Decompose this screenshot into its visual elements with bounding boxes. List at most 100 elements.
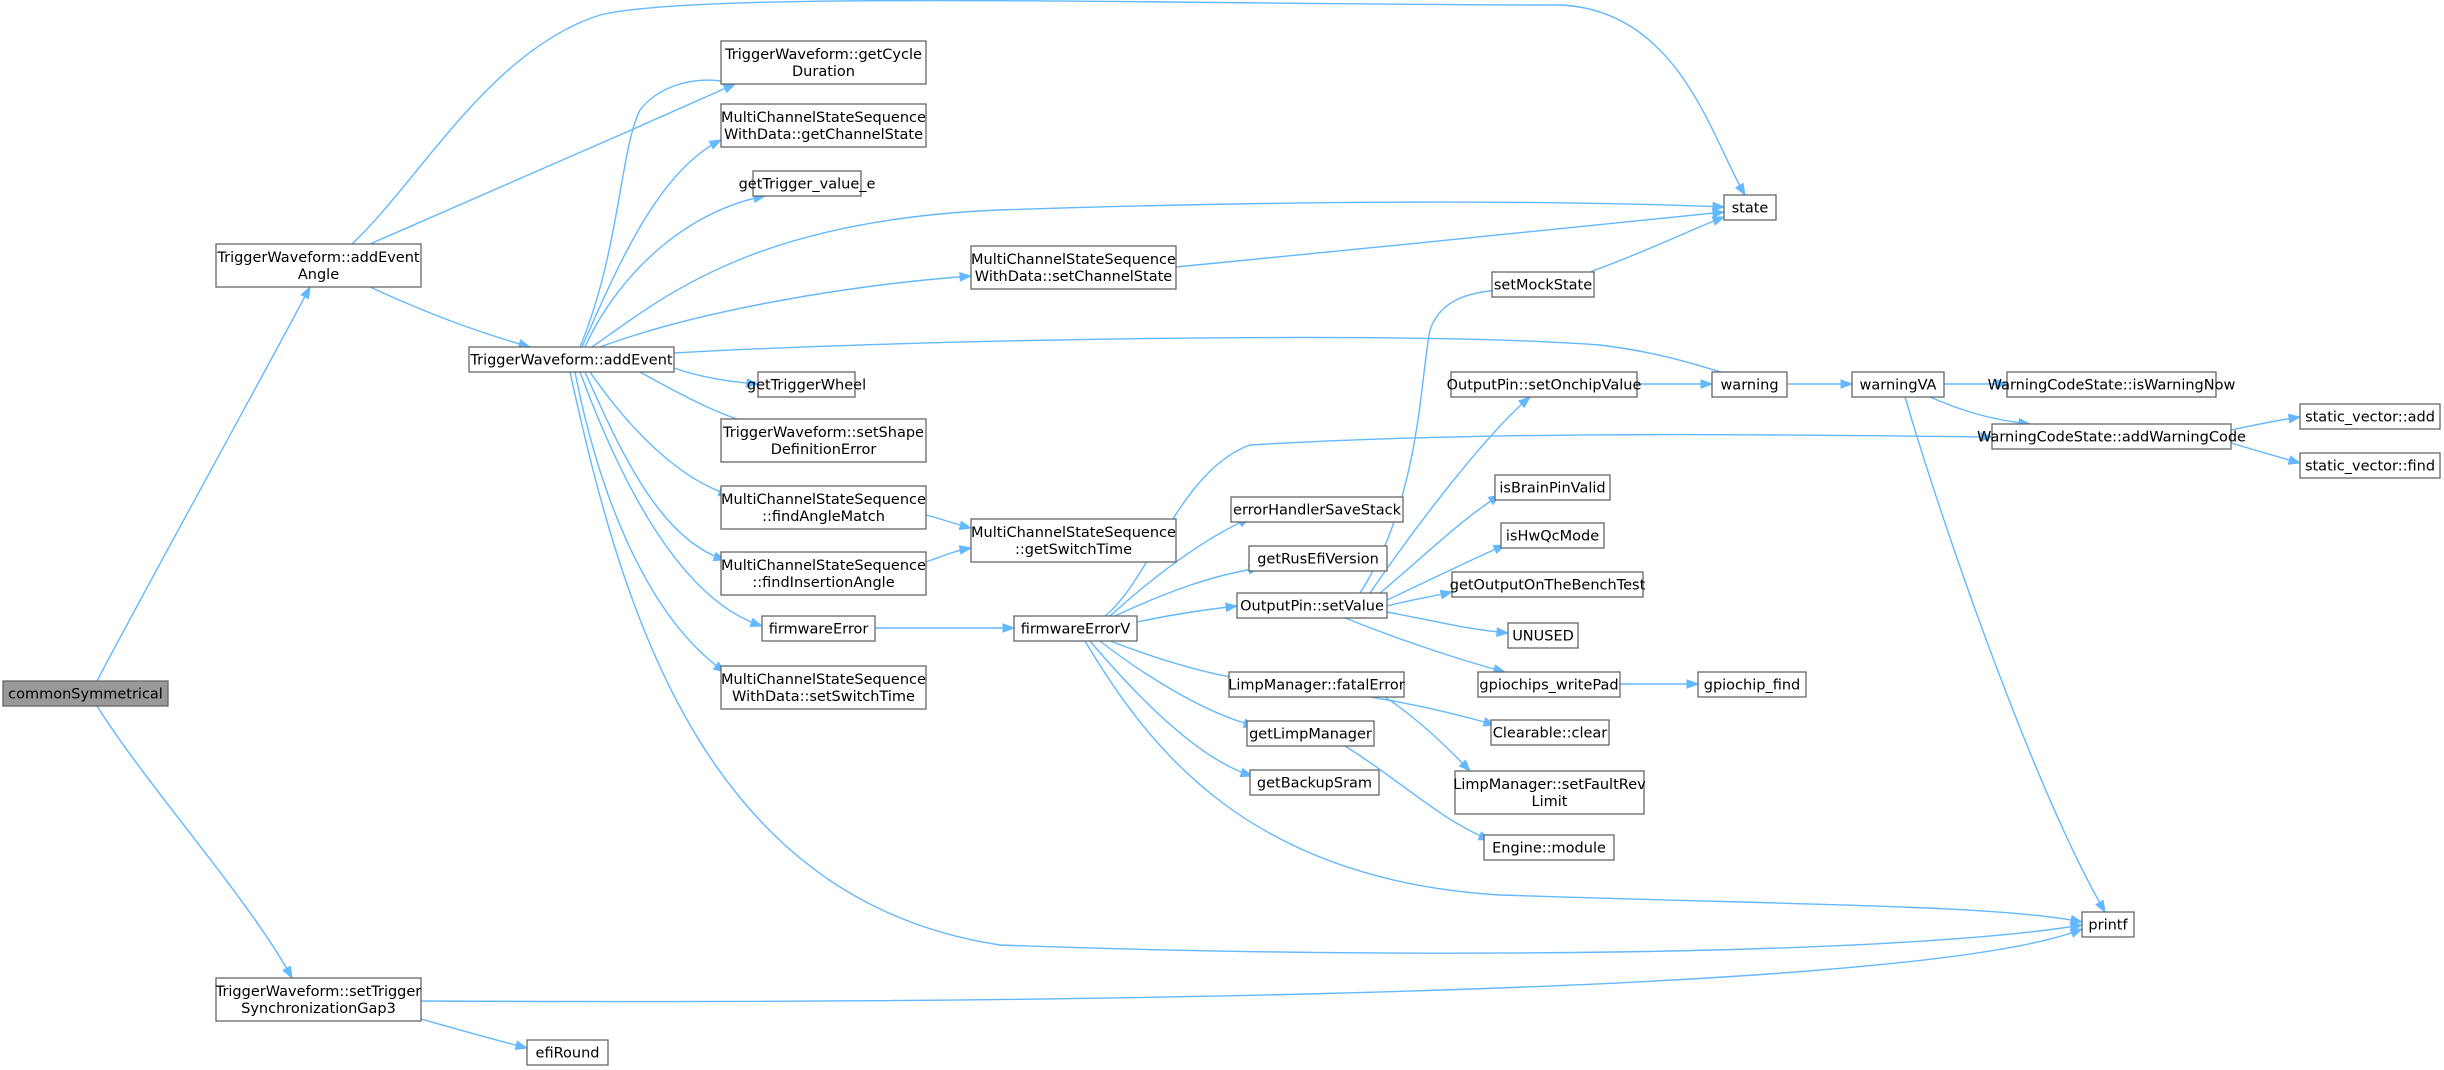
node-setMockState[interactable]: setMockState <box>1491 271 1595 298</box>
node-getTriggerValueE[interactable]: getTrigger_value_e <box>739 170 876 197</box>
node-box[interactable] <box>720 103 927 148</box>
node-setChannelState[interactable]: MultiChannelStateSequenceWithData::setCh… <box>970 245 1177 290</box>
node-box[interactable] <box>215 243 422 288</box>
node-box[interactable] <box>1450 371 1638 398</box>
node-setSwitchTime[interactable]: MultiChannelStateSequenceWithData::setSw… <box>720 665 927 710</box>
node-addEvent[interactable]: TriggerWaveform::addEvent <box>468 346 675 373</box>
node-label: firmwareErrorV <box>1021 622 1131 638</box>
node-box[interactable] <box>526 1039 609 1066</box>
node-state[interactable]: state <box>1723 194 1777 221</box>
node-getLimpManager[interactable]: getLimpManager <box>1246 720 1375 747</box>
node-UNUSED[interactable]: UNUSED <box>1507 622 1579 649</box>
edge-line <box>369 83 736 245</box>
node-gpiochipsWritePad[interactable]: gpiochips_writePad <box>1477 671 1621 698</box>
arrowhead <box>282 965 293 980</box>
node-box[interactable] <box>1451 571 1644 598</box>
node-box[interactable] <box>970 245 1177 290</box>
node-box[interactable] <box>1711 371 1788 398</box>
node-isHwQcMode[interactable]: isHwQcMode <box>1500 522 1605 549</box>
edge-addEvent-to-getChannelState <box>581 139 723 348</box>
node-label: getRusEfiVersion <box>1257 552 1379 568</box>
node-findAngleMatch[interactable]: MultiChannelStateSequence::findAngleMatc… <box>720 485 927 530</box>
node-box[interactable] <box>720 665 927 710</box>
node-errorHandlerSaveStack[interactable]: errorHandlerSaveStack <box>1230 496 1404 523</box>
node-firmwareErrorV[interactable]: firmwareErrorV <box>1013 615 1138 642</box>
node-box[interactable] <box>757 371 856 398</box>
node-box[interactable] <box>1248 545 1388 572</box>
node-box[interactable] <box>761 615 876 642</box>
node-box[interactable] <box>1483 834 1615 861</box>
node-box[interactable] <box>1494 474 1611 501</box>
node-setTriggerSyncGap3[interactable]: TriggerWaveform::setTriggerSynchronizati… <box>215 977 422 1022</box>
edge-warning-to-warningVA <box>1786 379 1854 389</box>
node-getRusEfiVersion[interactable]: getRusEfiVersion <box>1248 545 1388 572</box>
node-isWarningNow[interactable]: WarningCodeState::isWarningNow <box>1988 371 2236 398</box>
node-addWarningCode[interactable]: WarningCodeState::addWarningCode <box>1977 423 2246 450</box>
node-box[interactable] <box>1246 720 1375 747</box>
node-getOutputOnTheBenchTest[interactable]: getOutputOnTheBenchTest <box>1450 571 1646 598</box>
node-findInsertionAngle[interactable]: MultiChannelStateSequence::findInsertion… <box>720 551 927 596</box>
edge-line <box>1386 611 1509 634</box>
node-getSwitchTime[interactable]: MultiChannelStateSequence::getSwitchTime <box>970 518 1177 563</box>
node-box[interactable] <box>1991 423 2232 450</box>
node-staticVectorFind[interactable]: static_vector::find <box>2299 452 2441 479</box>
node-box[interactable] <box>468 346 675 373</box>
node-label: LimpManager::setFaultRev <box>1453 777 1646 793</box>
node-firmwareError[interactable]: firmwareError <box>761 615 876 642</box>
node-box[interactable] <box>1230 496 1404 523</box>
node-getTriggerWheel[interactable]: getTriggerWheel <box>747 371 866 398</box>
node-getBackupSram[interactable]: getBackupSram <box>1249 769 1380 796</box>
node-setValue[interactable]: OutputPin::setValue <box>1236 592 1388 619</box>
node-efiRound[interactable]: efiRound <box>526 1039 609 1066</box>
node-box[interactable] <box>1500 522 1605 549</box>
node-printf[interactable]: printf <box>2081 911 2135 938</box>
edge-line <box>96 286 311 682</box>
node-box[interactable] <box>1454 770 1645 815</box>
edge-gpiochipsWritePad-to-gpiochipFind <box>1619 679 1700 689</box>
node-box[interactable] <box>1249 769 1380 796</box>
node-box[interactable] <box>1723 194 1777 221</box>
node-box[interactable] <box>1236 592 1388 619</box>
node-isBrainPinValid[interactable]: isBrainPinValid <box>1494 474 1611 501</box>
node-clearableClear[interactable]: Clearable::clear <box>1490 719 1610 746</box>
node-box[interactable] <box>2081 911 2135 938</box>
node-gpiochipFind[interactable]: gpiochip_find <box>1697 671 1807 698</box>
edge-line <box>1099 640 1256 727</box>
arrowhead <box>708 139 723 150</box>
node-box[interactable] <box>720 485 927 530</box>
node-box[interactable] <box>752 170 862 197</box>
node-box[interactable] <box>1490 719 1610 746</box>
node-warningVA[interactable]: warningVA <box>1851 371 1945 398</box>
node-warning[interactable]: warning <box>1711 371 1788 398</box>
edge-addEventAngle-to-addEvent <box>369 286 532 349</box>
node-box[interactable] <box>1228 671 1405 698</box>
node-box[interactable] <box>2299 452 2441 479</box>
node-label: isHwQcMode <box>1506 529 1599 545</box>
node-box[interactable] <box>2006 371 2217 398</box>
node-box[interactable] <box>1697 671 1807 698</box>
node-box[interactable] <box>1851 371 1945 398</box>
arrowhead <box>300 285 311 300</box>
edge-firmwareError-to-firmwareErrorV <box>875 623 1016 633</box>
node-box[interactable] <box>1491 271 1595 298</box>
node-box[interactable] <box>2 680 169 707</box>
node-staticVectorAdd[interactable]: static_vector::add <box>2299 403 2441 430</box>
node-engineModule[interactable]: Engine::module <box>1483 834 1615 861</box>
node-fatalError[interactable]: LimpManager::fatalError <box>1228 671 1405 698</box>
node-box[interactable] <box>970 518 1177 563</box>
node-box[interactable] <box>1013 615 1138 642</box>
node-box[interactable] <box>1507 622 1579 649</box>
node-box[interactable] <box>720 418 927 463</box>
node-box[interactable] <box>1477 671 1621 698</box>
node-box[interactable] <box>720 40 927 85</box>
node-box[interactable] <box>720 551 927 596</box>
node-setOnchipValue[interactable]: OutputPin::setOnchipValue <box>1447 371 1642 398</box>
node-box[interactable] <box>215 977 422 1022</box>
node-getChannelState[interactable]: MultiChannelStateSequenceWithData::getCh… <box>720 103 927 148</box>
node-commonSymmetrical[interactable]: commonSymmetrical <box>2 680 169 707</box>
node-box[interactable] <box>2299 403 2441 430</box>
